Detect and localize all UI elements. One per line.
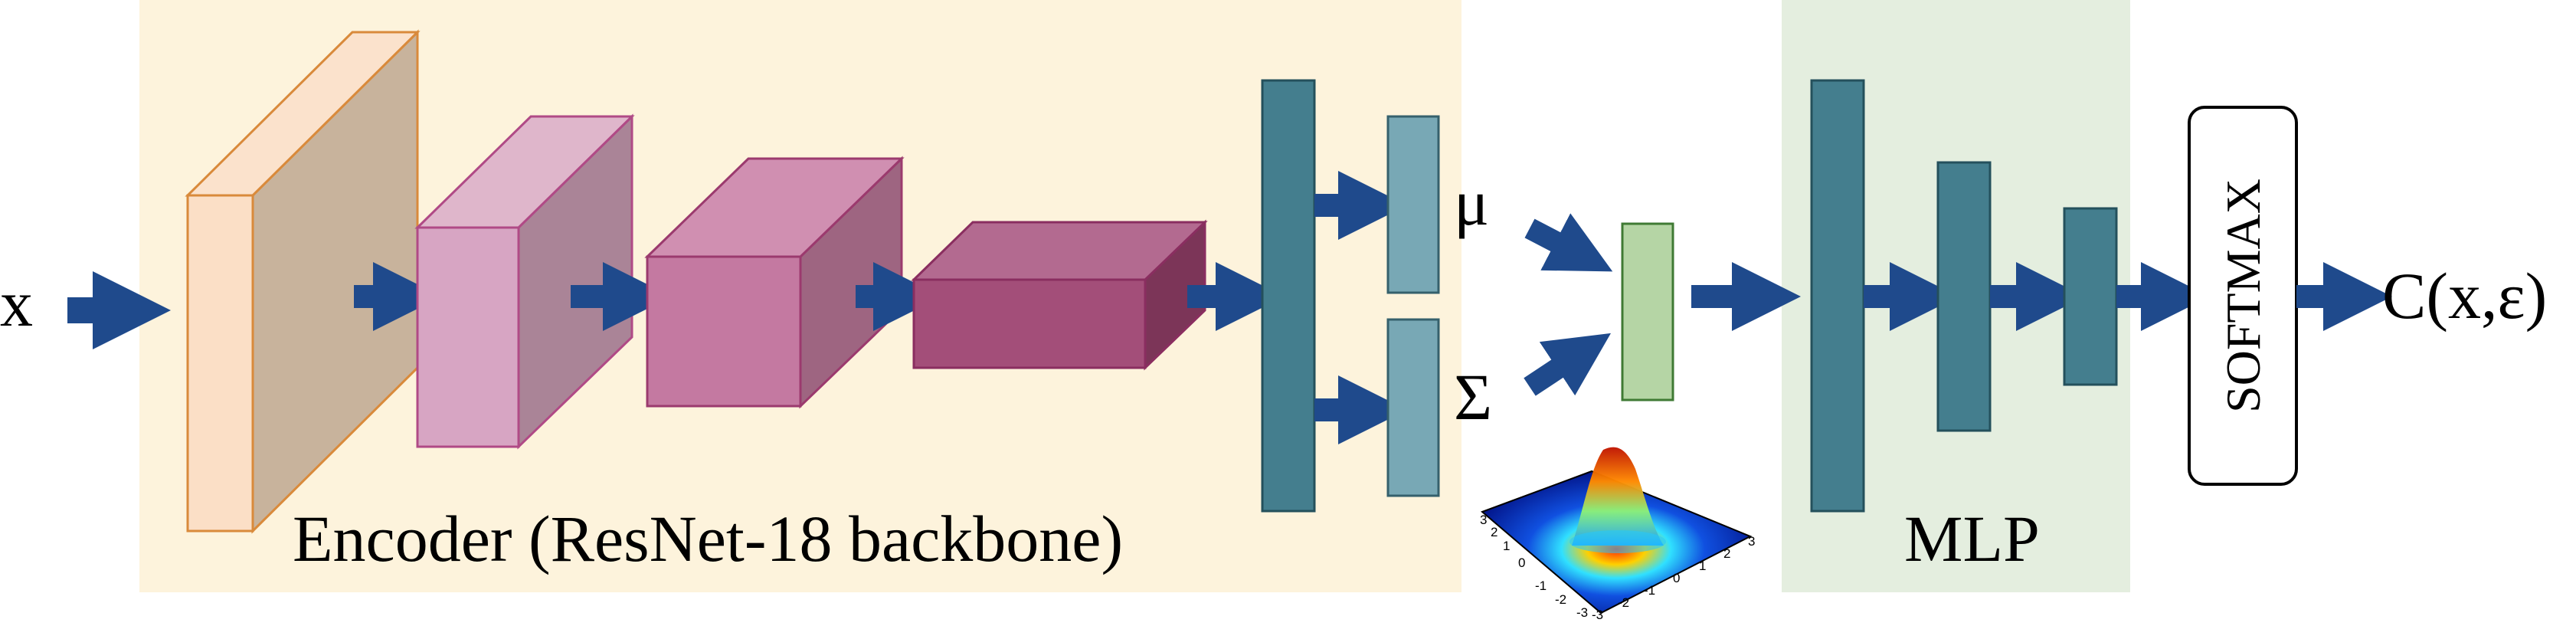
- encoder-caption: Encoder (ResNet-18 backbone): [293, 502, 1123, 575]
- conv-block-4: [911, 219, 1208, 371]
- gaussian-x-tick: -3: [1592, 608, 1603, 622]
- mlp-caption: MLP: [1904, 502, 2040, 575]
- gaussian-y-axis-ticks: -3 -2 -1 0 1 2 3: [1480, 513, 1588, 620]
- sampled-latent-box: [1621, 222, 1674, 401]
- gaussian-y-tick: 0: [1518, 556, 1525, 570]
- gaussian-y-tick: -1: [1535, 578, 1547, 593]
- sigma-box: [1386, 318, 1440, 497]
- gaussian-y-tick: 2: [1491, 525, 1497, 539]
- mlp-layer-2: [1936, 161, 1992, 432]
- gaussian-x-tick: -1: [1644, 583, 1655, 598]
- gaussian-x-tick: 3: [1748, 534, 1755, 549]
- conv-block-3: [644, 156, 905, 409]
- gaussian-x-tick: 1: [1699, 559, 1706, 573]
- arrow-sigma-to-sample: [1524, 333, 1612, 396]
- conv-block-1: [185, 29, 421, 534]
- mlp-layer-1: [1810, 79, 1865, 513]
- gaussian-y-tick: 3: [1480, 513, 1487, 527]
- encoder-dense-layer: [1261, 79, 1316, 513]
- mu-box: [1386, 115, 1440, 294]
- gaussian-x-tick: -2: [1618, 595, 1629, 610]
- gaussian-surface-plot: -3 -2 -1 0 1 2 3 -3 -2 -1 0 1 2 3: [1480, 447, 1755, 622]
- arrow-mu-to-sample: [1524, 213, 1613, 272]
- conv-block-2: [414, 113, 635, 450]
- mu-label: μ: [1454, 166, 1489, 239]
- gaussian-y-tick: -2: [1555, 592, 1566, 607]
- gaussian-y-tick: -3: [1576, 605, 1588, 620]
- gaussian-y-tick: 1: [1503, 539, 1510, 553]
- softmax-label: SOFTMAX: [2216, 179, 2270, 413]
- gaussian-x-axis-ticks: -3 -2 -1 0 1 2 3: [1592, 534, 1755, 622]
- mlp-layer-3: [2063, 207, 2118, 386]
- gaussian-x-tick: 0: [1673, 571, 1680, 585]
- sigma-label: Σ: [1454, 360, 1492, 434]
- input-label: x: [0, 267, 33, 340]
- gaussian-x-tick: 2: [1723, 546, 1730, 561]
- output-label: C(x,ε): [2382, 259, 2547, 333]
